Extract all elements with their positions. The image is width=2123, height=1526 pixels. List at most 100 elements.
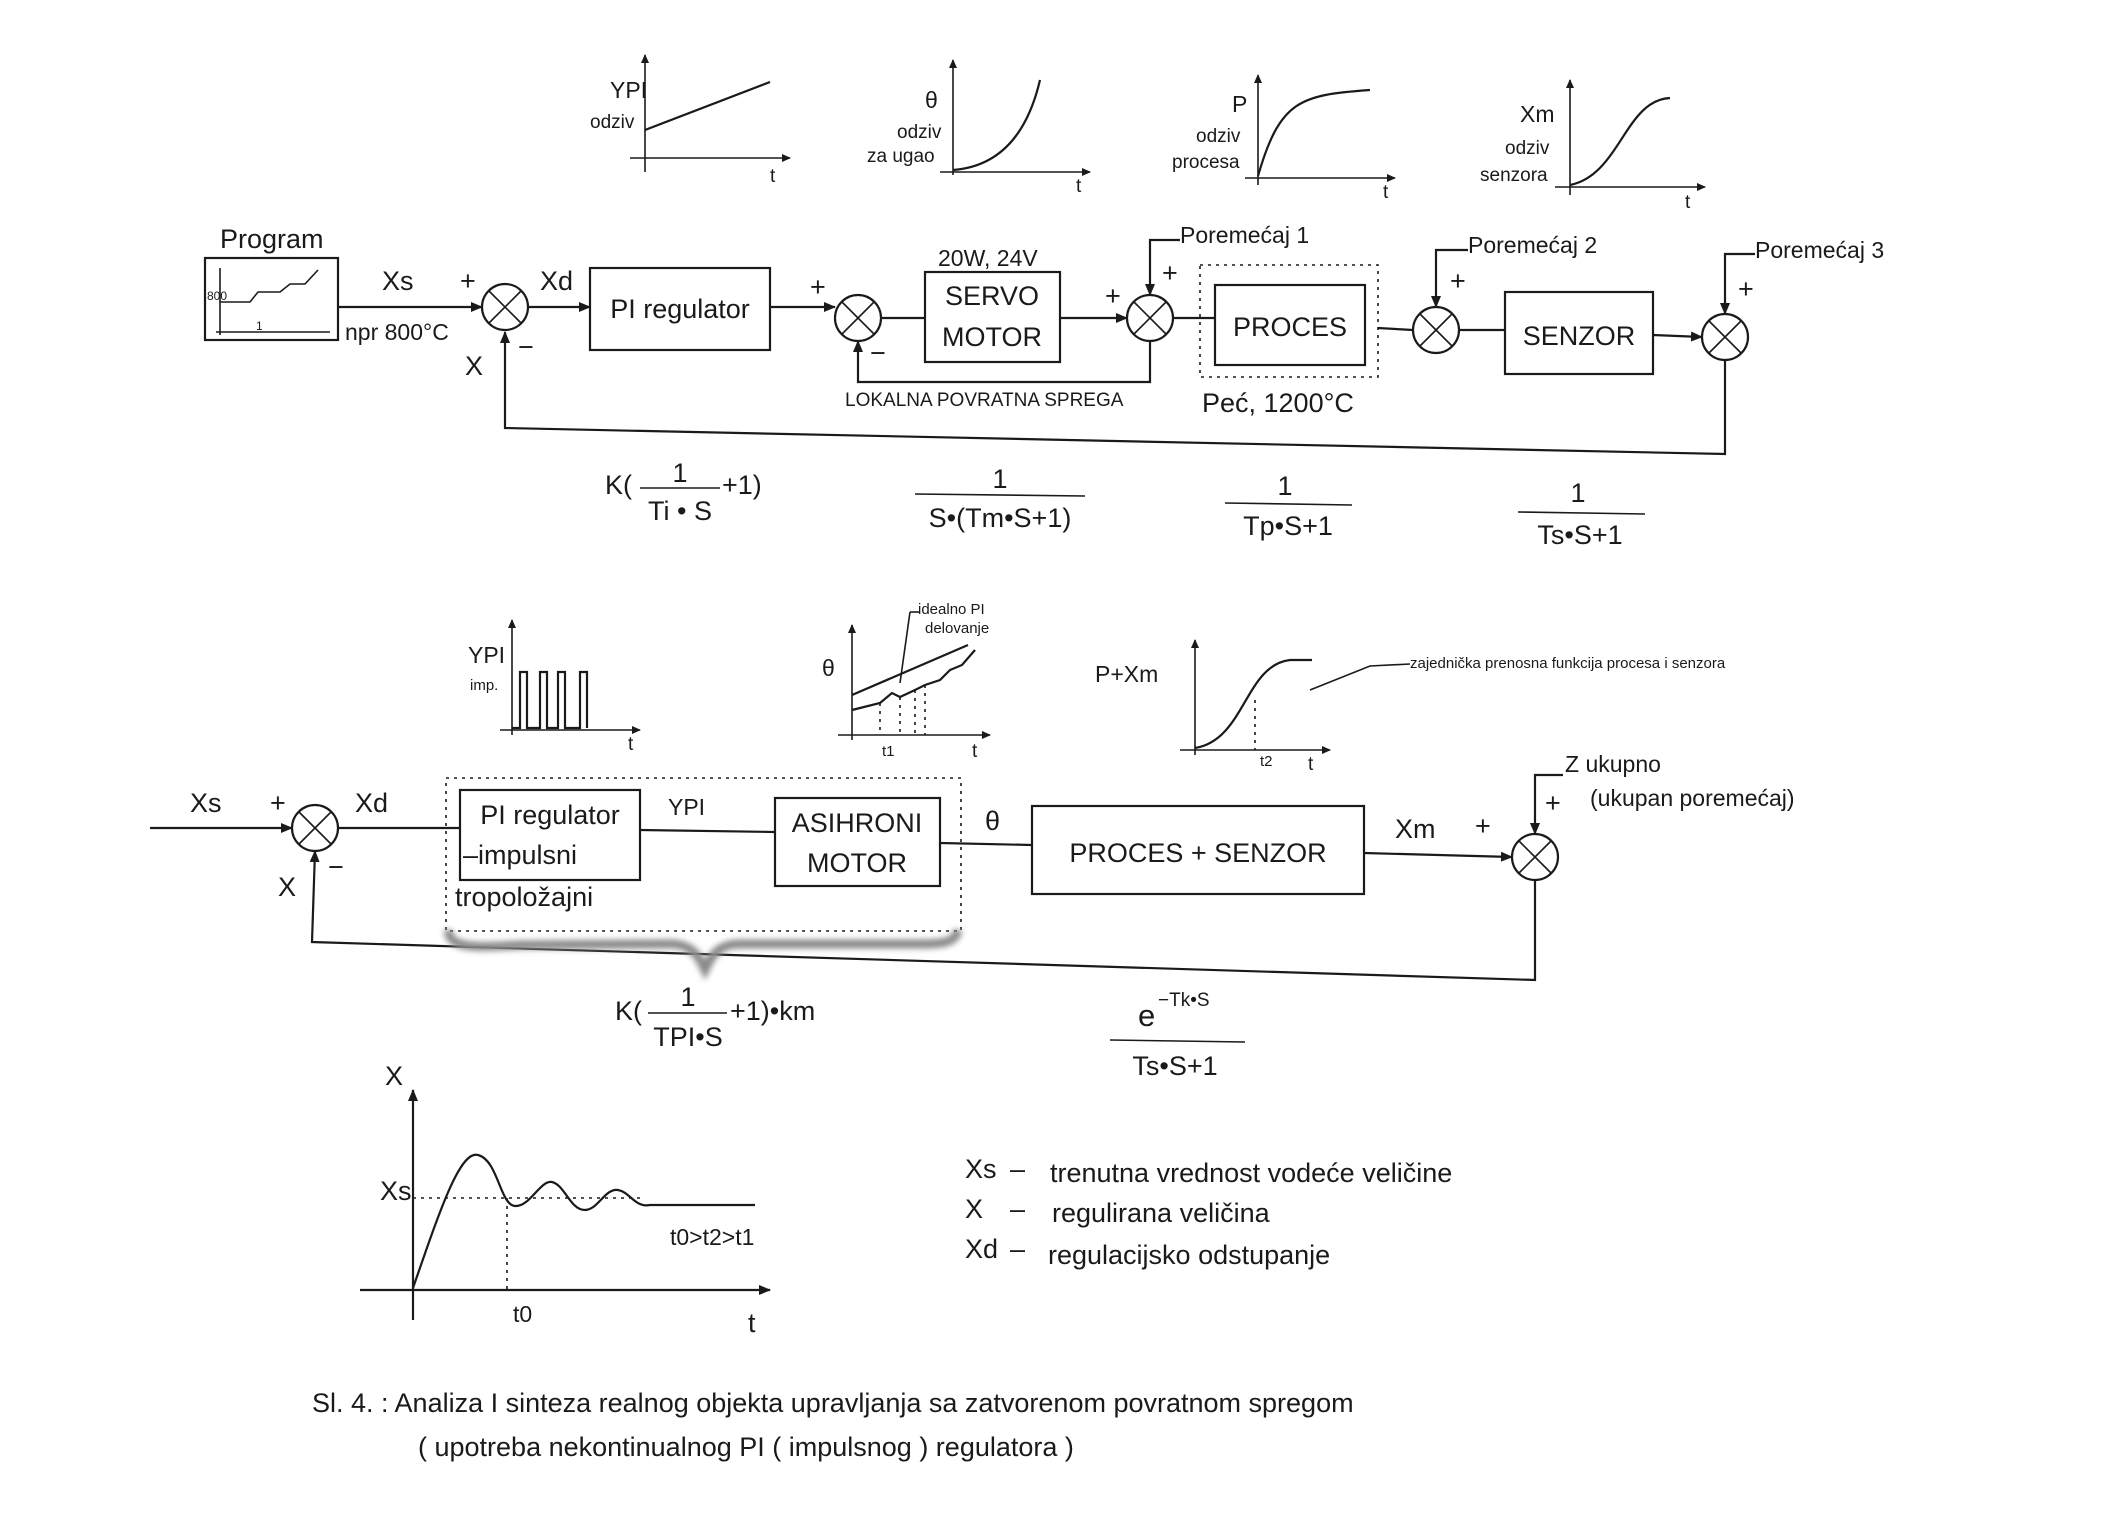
legend-symbol: Xd xyxy=(965,1234,998,1264)
servo-label: MOTOR xyxy=(942,322,1042,352)
tf-denominator: TPI•S xyxy=(653,1022,722,1052)
diagram2: YPI imp. t idealno PI delovanje θ t1 t xyxy=(150,601,1795,1081)
graph-y-label: YPI xyxy=(610,77,647,103)
plus-sign: + xyxy=(1738,274,1754,304)
diagram1: YPI odziv t θ odziv za ugao t P odziv pr… xyxy=(203,54,1884,550)
tf-suffix: +1) xyxy=(722,470,762,500)
tf-pi: K( 1 Ti • S +1) xyxy=(605,458,762,526)
tf-senzor: 1 Ts•S+1 xyxy=(1517,478,1646,550)
summing-junction-d3 xyxy=(1700,312,1750,362)
graph-y-label: P xyxy=(1232,91,1247,117)
legend-dash: – xyxy=(1010,1194,1025,1224)
tf-numerator: 1 xyxy=(672,458,687,488)
xs-label: Xs xyxy=(190,788,222,818)
caption-line: ( upotreba nekontinualnog PI ( impulsnog… xyxy=(418,1432,1074,1462)
tf-pi-impulse: K( 1 TPI•S +1)•km xyxy=(615,982,815,1052)
senzor-block: SENZOR xyxy=(1503,290,1655,376)
graph-y-label: X xyxy=(385,1061,403,1091)
graph-y-label: P+Xm xyxy=(1095,661,1158,687)
legend-dash: – xyxy=(1010,1234,1025,1264)
disturbance1-label: Poremećaj 1 xyxy=(1180,222,1309,248)
plus-sign: + xyxy=(1105,281,1121,311)
graph-x-label: t xyxy=(628,734,634,755)
z-label: Z ukupno xyxy=(1565,751,1661,777)
graph-x-label: t xyxy=(1308,754,1314,775)
motor-label: MOTOR xyxy=(807,848,907,878)
program-block: Program 800 1 xyxy=(203,224,340,342)
graph-note: odziv xyxy=(590,112,635,133)
setpoint-label: npr 800°C xyxy=(345,319,449,345)
pi-impulse-label: –impulsni xyxy=(463,840,577,870)
plus-sign: + xyxy=(810,272,826,302)
graph-annotation: idealno PI xyxy=(918,601,985,618)
disturbance2-label: Poremećaj 2 xyxy=(1468,232,1597,258)
disturbance3-label: Poremećaj 3 xyxy=(1755,237,1884,263)
summing-junction-servo xyxy=(833,293,883,343)
t1-label: t1 xyxy=(882,743,895,760)
servo-label: SERVO xyxy=(945,281,1039,311)
step-response-graph: X Xs t0 t t0>t2>t1 xyxy=(360,1061,771,1338)
tf-prefix: K( xyxy=(615,996,642,1026)
ypi-label: YPI xyxy=(668,794,705,820)
summing-junction-z xyxy=(1510,832,1560,882)
xs-label: Xs xyxy=(382,266,414,296)
figure-caption: Sl. 4. : Analiza I sinteza realnog objek… xyxy=(312,1388,1354,1462)
legend-item: X – regulirana veličina xyxy=(965,1194,1271,1228)
shared-tf-annotation: zajednička prenosna funkcija procesa i s… xyxy=(1410,655,1726,672)
feedback-label: X xyxy=(465,351,483,381)
graph-x-label: t xyxy=(748,1308,756,1338)
graph-y-label: Xm xyxy=(1520,101,1555,127)
local-feedback-label: LOKALNA POVRATNA SPREGA xyxy=(845,390,1124,411)
graph-x-label: t xyxy=(972,741,978,762)
theta-label: θ xyxy=(985,806,1000,836)
tf-numerator: 1 xyxy=(1277,471,1292,501)
graph-x-label: t xyxy=(1076,176,1082,197)
tf-numerator: 1 xyxy=(1570,478,1585,508)
program-label: Program xyxy=(220,224,324,254)
tf-numerator: 1 xyxy=(680,982,695,1012)
proces-block: PROCES xyxy=(1213,283,1367,367)
legend-symbol: X xyxy=(965,1194,983,1224)
xd-label: Xd xyxy=(540,266,573,296)
xd-label: Xd xyxy=(355,788,388,818)
legend-symbol: Xs xyxy=(965,1154,997,1184)
plus-sign: + xyxy=(270,788,286,818)
motor-label: ASIHRONI xyxy=(792,808,923,838)
senzor-label: SENZOR xyxy=(1523,321,1636,351)
plus-sign: + xyxy=(1450,266,1466,296)
time-relation: t0>t2>t1 xyxy=(670,1224,754,1250)
t2-label: t2 xyxy=(1260,753,1273,770)
legend-dash: – xyxy=(1010,1154,1025,1184)
graph-xm-response: Xm odziv senzora t xyxy=(1480,79,1706,213)
graph-y-label: YPI xyxy=(468,642,505,668)
grouping-brace xyxy=(443,928,963,981)
legend-item: Xs – trenutna vrednost vodeće veličine xyxy=(965,1154,1452,1188)
graph-note: odziv xyxy=(1196,126,1241,147)
tf-denominator: Ts•S+1 xyxy=(1537,520,1622,550)
graph-note: imp. xyxy=(470,677,498,694)
graph-theta-response: θ odziv za ugao t xyxy=(867,59,1091,197)
legend-text: regulacijsko odstupanje xyxy=(1048,1240,1330,1270)
graph-x-label: t xyxy=(770,166,776,187)
tf-proces-senzor: e −Tk•S Ts•S+1 xyxy=(1109,990,1246,1081)
tf-servo: 1 S•(Tm•S+1) xyxy=(914,464,1086,533)
summing-junction-d2 xyxy=(1411,305,1461,355)
legend-text: trenutna vrednost vodeće veličine xyxy=(1050,1158,1452,1188)
tf-denominator: Ti • S xyxy=(648,496,712,526)
t0-label: t0 xyxy=(513,1301,532,1327)
servo-motor-block: SERVO MOTOR xyxy=(923,270,1062,364)
graph-note: senzora xyxy=(1480,165,1548,186)
graph-ypi-impulses: YPI imp. t xyxy=(468,619,641,755)
tf-suffix: +1)•km xyxy=(730,996,815,1026)
graph-ypi-response: YPI odziv t xyxy=(590,54,791,187)
program-tick: 800 xyxy=(207,289,227,303)
program-tick: 1 xyxy=(256,319,263,333)
tf-proces: 1 Tp•S+1 xyxy=(1224,471,1353,541)
tf-prefix: K( xyxy=(605,470,632,500)
graph-note: procesa xyxy=(1172,152,1240,173)
graph-note: odziv xyxy=(897,122,942,143)
pi-regulator-block: PI regulator xyxy=(588,266,772,352)
proces-senzor-label: PROCES + SENZOR xyxy=(1069,838,1326,868)
tf-exp-base: e xyxy=(1138,998,1155,1033)
